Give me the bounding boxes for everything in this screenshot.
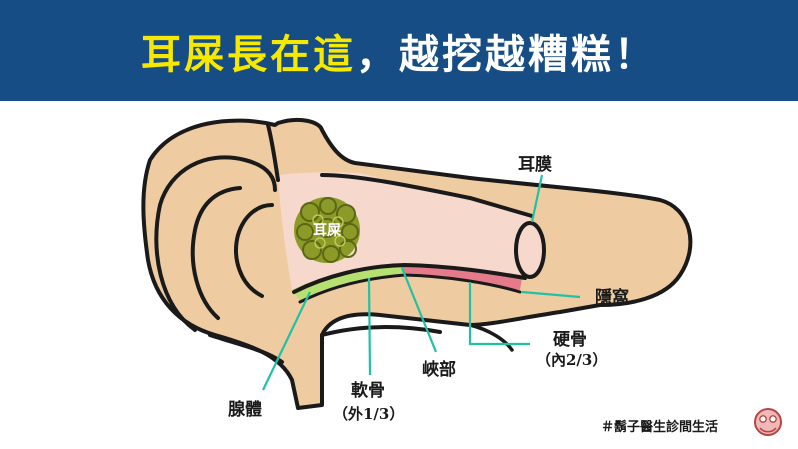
cartilage-region [292, 265, 404, 300]
leader-bone [468, 282, 530, 346]
leader-recess [521, 290, 581, 299]
label-wax: 耳屎 [313, 223, 342, 239]
doctor-avatar-icon [754, 408, 782, 436]
canal-lower-wall [292, 262, 527, 294]
leader-cartilage [367, 277, 372, 376]
brand-tag: ＃鬍子醫生診間生活 [601, 419, 718, 435]
title-rest: ，越挖越糟糕！ [356, 32, 657, 78]
jaw-fold [468, 323, 514, 352]
title-banner: 耳屎長在這，越挖越糟糕！ [0, 0, 798, 101]
page-title: 耳屎長在這，越挖越糟糕！ [0, 22, 798, 80]
label-gland: 腺體 [228, 399, 262, 420]
label-bone: 硬骨 [553, 330, 587, 350]
neck-inner [320, 325, 442, 337]
leader-isthmus [400, 267, 438, 353]
tragus-fold [266, 123, 280, 182]
concha-fold [234, 203, 274, 298]
eardrum [514, 221, 546, 279]
label-recess: 隱窩 [595, 287, 629, 308]
antihelix-fold [190, 186, 242, 320]
leader-gland [262, 291, 311, 391]
label-eardrum: 耳膜 [518, 154, 552, 175]
label-cartilage-range: （外1/3） [333, 405, 404, 423]
canal-upper-wall [320, 173, 534, 218]
label-bone-range: （內2/3） [536, 351, 607, 369]
label-isthmus: 峽部 [422, 359, 456, 380]
label-cartilage: 軟骨 [351, 380, 385, 401]
earwax-clump [294, 197, 360, 263]
leader-eardrum [530, 174, 544, 223]
helix-fold [154, 155, 277, 332]
title-highlight: 耳屎長在這 [141, 32, 356, 78]
